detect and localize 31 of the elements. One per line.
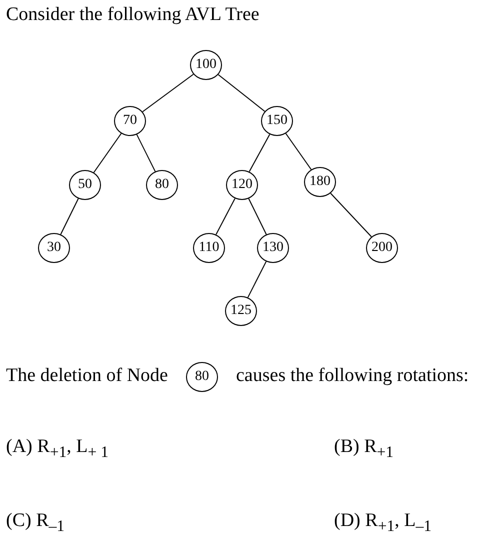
- title: Consider the following AVL Tree: [6, 4, 260, 26]
- tree-node-circle: 50: [69, 170, 101, 200]
- question-text: The deletion of Node: [6, 365, 168, 387]
- tree-edge: [285, 133, 312, 170]
- tree-node-circle: 120: [226, 170, 258, 200]
- tree-edge: [142, 74, 194, 112]
- tree-node-circle: 30: [38, 233, 70, 263]
- answer-option: (C) R$_{–1}$: [6, 510, 65, 536]
- tree-node-circle: 150: [261, 106, 293, 136]
- tree-edge: [60, 198, 79, 235]
- tree-edge: [93, 133, 122, 173]
- question-text: causes the following rotations:: [236, 365, 469, 387]
- tree-edge: [247, 261, 267, 298]
- tree-node-circle: 80: [146, 170, 178, 200]
- answer-option: (D) R$_{+1}$, L$_{–1}$: [334, 510, 432, 536]
- answer-option: (A) R$_{+1}$, L$_{+ 1}$: [6, 436, 109, 462]
- tree-node-circle: 180: [304, 167, 336, 197]
- tree-node-circle: 80: [186, 362, 218, 392]
- tree-node-circle: 125: [225, 296, 257, 326]
- tree-node-circle: 100: [190, 50, 222, 80]
- tree-edge: [248, 134, 270, 172]
- tree-node-circle: 130: [257, 233, 289, 263]
- tree-node-circle: 110: [193, 233, 225, 263]
- tree-node-circle: 200: [366, 233, 398, 263]
- tree-edge: [136, 134, 156, 172]
- answer-option: (B) R$_{+1}$: [334, 436, 394, 462]
- tree-edge: [216, 198, 236, 236]
- tree-edge: [218, 74, 266, 112]
- tree-edge: [330, 192, 372, 238]
- tree-node-circle: 70: [114, 106, 146, 136]
- tree-edge: [248, 198, 267, 235]
